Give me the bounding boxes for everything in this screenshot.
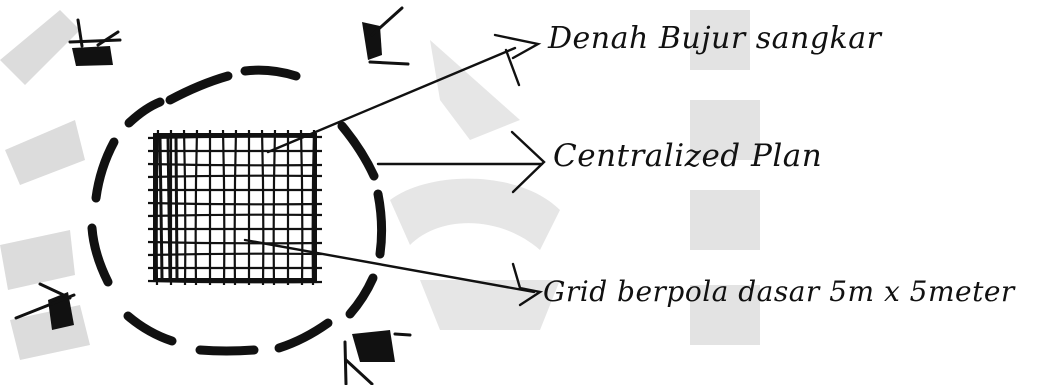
grid-label: Grid berpola dasar 5m x 5meter xyxy=(543,278,1015,306)
grid-line-horizontal xyxy=(148,164,322,165)
entrance-markers xyxy=(16,8,410,384)
grid-line-vertical xyxy=(262,130,263,285)
grid-line-horizontal xyxy=(148,254,322,255)
grid-line-vertical xyxy=(196,130,197,285)
grid-line-vertical xyxy=(223,130,224,285)
centralized-plan-label: Centralized Plan xyxy=(553,141,822,172)
grid-line-vertical xyxy=(301,130,302,285)
entrance-marker-top-left xyxy=(70,20,120,66)
grid-line-vertical xyxy=(313,130,314,285)
grid-line-horizontal xyxy=(148,176,322,177)
grid-line-vertical xyxy=(274,130,275,285)
grid-line-horizontal xyxy=(148,137,322,138)
dashed-oval-enclosure xyxy=(92,70,382,351)
grid-line-horizontal xyxy=(148,215,322,216)
grid-line-horizontal xyxy=(148,203,322,204)
grid-line-vertical xyxy=(235,130,236,285)
grid-line-vertical xyxy=(157,130,158,285)
grid-line-horizontal xyxy=(148,242,322,243)
grid-line-horizontal xyxy=(148,281,322,282)
floor-plan-label: Denah Bujur sangkar xyxy=(548,24,881,54)
grid-line-vertical xyxy=(184,130,185,285)
grid-floor-plan xyxy=(148,130,322,285)
entrance-marker-top-right xyxy=(362,8,408,64)
entrance-marker-bottom-left xyxy=(16,284,74,330)
entrance-marker-bottom-right xyxy=(345,330,410,384)
